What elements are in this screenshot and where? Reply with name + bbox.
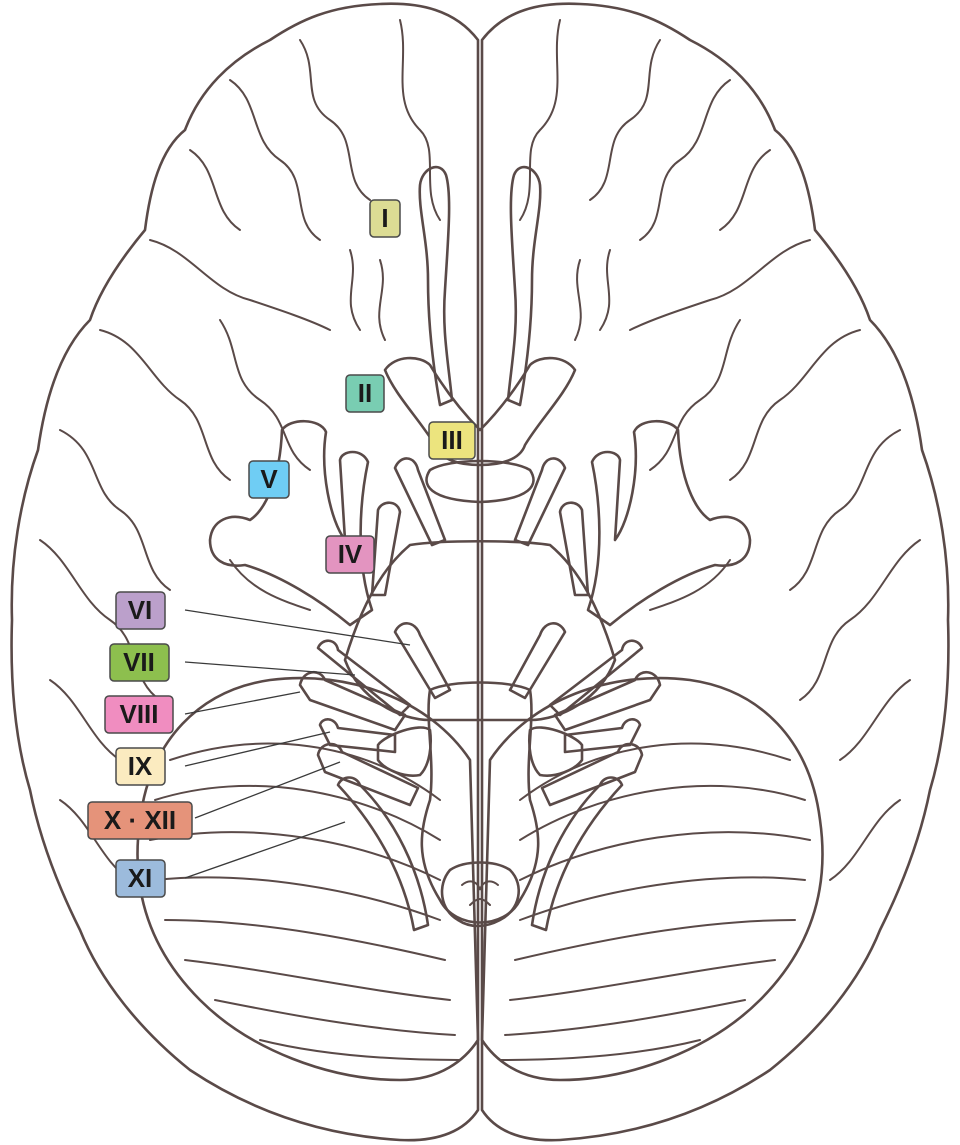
svg-text:IV: IV <box>338 539 363 569</box>
label-IV: IV <box>325 535 375 574</box>
cerebellum-left <box>136 676 480 1082</box>
nerve-VII-facial <box>316 639 644 717</box>
nerve-X-XII-vagus-hypoglossal <box>316 742 644 807</box>
nerve-IV-trochlear <box>370 501 590 597</box>
label-II: II <box>345 374 385 413</box>
svg-text:II: II <box>358 378 372 408</box>
label-VII: VII <box>109 643 170 682</box>
svg-text:IX: IX <box>128 751 153 781</box>
label-XI: XI <box>115 859 166 898</box>
left-hemisphere <box>10 2 480 1142</box>
label-VIII: VIII <box>104 695 174 734</box>
svg-text:V: V <box>260 464 278 494</box>
nerve-V-trigeminal <box>208 419 752 627</box>
spinal-cord-section <box>440 861 520 928</box>
nerve-III-oculomotor <box>393 457 567 547</box>
svg-text:VIII: VIII <box>119 699 158 729</box>
label-IX: IX <box>115 747 166 786</box>
label-III: III <box>428 421 476 460</box>
nerve-VI-abducens <box>393 622 567 700</box>
medulla <box>420 681 540 924</box>
svg-text:VII: VII <box>123 647 155 677</box>
cerebellum-right <box>480 676 824 1082</box>
cerebellum-folia <box>149 742 811 1061</box>
right-hemisphere <box>480 2 950 1142</box>
label-V: V <box>248 460 290 499</box>
nerve-IX-glossopharyngeal <box>318 718 642 777</box>
nerve-I-olfactory <box>418 165 542 407</box>
nerve-II-optic <box>383 356 577 467</box>
optic-chiasm-disc <box>425 459 535 504</box>
cerebrum <box>10 2 950 1142</box>
svg-text:III: III <box>441 425 463 455</box>
label-X-XII: X · XII <box>87 801 193 840</box>
svg-text:I: I <box>381 203 388 233</box>
nerve-XI-accessory <box>336 776 624 932</box>
nerve-VIII-vestibulocochlear <box>298 671 662 732</box>
label-VI: VI <box>115 591 166 630</box>
leader-lines <box>184 609 411 879</box>
svg-text:XI: XI <box>128 863 153 893</box>
svg-text:X · XII: X · XII <box>104 805 176 835</box>
svg-text:VI: VI <box>128 595 153 625</box>
cerebellum <box>136 676 824 1082</box>
label-I: I <box>369 199 401 238</box>
